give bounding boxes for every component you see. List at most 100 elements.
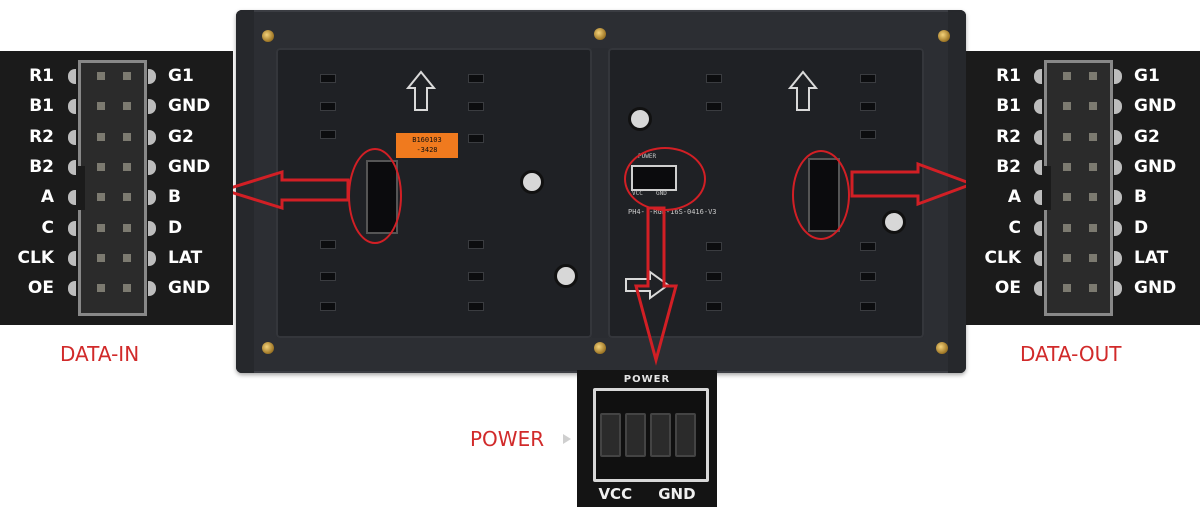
pin-marker-right xyxy=(148,250,156,266)
pin-label-left: CLK xyxy=(984,247,1021,268)
pin-label-right: GND xyxy=(1134,278,1177,299)
header-pin xyxy=(1089,162,1097,171)
power-pin xyxy=(675,413,696,457)
header-pin xyxy=(1089,223,1097,232)
header-pin xyxy=(97,132,105,141)
power-pin xyxy=(600,413,621,457)
header-pin xyxy=(123,193,131,202)
pin-marker-left xyxy=(1034,250,1042,266)
header-pin xyxy=(1089,284,1097,293)
pin-marker-left xyxy=(1034,281,1042,297)
pin-label-right: D xyxy=(168,217,183,238)
pin-marker-left xyxy=(68,159,76,175)
screw-icon xyxy=(262,342,274,354)
pin-label-left: B2 xyxy=(996,156,1021,177)
pin-label-right: B xyxy=(1134,187,1147,208)
ic-chip xyxy=(860,302,876,311)
header-pin xyxy=(97,72,105,80)
header-pin xyxy=(1089,102,1097,111)
capacitor xyxy=(628,107,652,131)
header-pin xyxy=(97,193,105,202)
pin-label-left: C xyxy=(41,217,54,238)
header-pin xyxy=(123,223,131,232)
header-pin xyxy=(97,162,105,171)
pin-label-right: LAT xyxy=(168,247,203,268)
ic-chip xyxy=(706,74,722,83)
ic-chip xyxy=(860,74,876,83)
pin-label-right: LAT xyxy=(1134,247,1169,268)
pin-label-right: G1 xyxy=(1134,66,1160,86)
ic-chip xyxy=(468,134,484,143)
connector-key-slot xyxy=(77,166,85,210)
header-pin xyxy=(1063,223,1071,232)
pin-label-right: GND xyxy=(168,156,211,177)
power-footer: VCC GND xyxy=(577,485,717,503)
capacitor xyxy=(554,264,578,288)
pin-label-left: R1 xyxy=(29,66,54,86)
gnd-label: GND xyxy=(658,485,696,503)
header-pin xyxy=(1063,102,1071,111)
data-out-connector xyxy=(1043,60,1113,316)
ic-chip xyxy=(860,272,876,281)
ic-chip xyxy=(706,272,722,281)
ic-chip xyxy=(320,240,336,249)
ic-chip xyxy=(468,74,484,83)
power-header-label: POWER xyxy=(623,374,671,385)
pin-marker-left xyxy=(68,190,76,206)
pin-marker-right xyxy=(1114,220,1122,236)
arrow-to-data-in xyxy=(218,169,350,211)
ic-chip xyxy=(320,102,336,111)
board-serial-tag: B160103 -3428 xyxy=(396,133,458,158)
pin-label-left: R1 xyxy=(996,66,1021,86)
header-pin xyxy=(123,132,131,141)
pin-marker-right xyxy=(148,99,156,115)
arrow-to-power xyxy=(634,206,678,366)
pin-label-left: R2 xyxy=(29,126,54,147)
header-pin xyxy=(1063,253,1071,262)
pin-marker-right xyxy=(148,220,156,236)
ic-chip xyxy=(860,130,876,139)
pin-label-left: A xyxy=(40,187,54,208)
pin-label-left: R2 xyxy=(996,126,1021,147)
header-pin xyxy=(123,162,131,171)
ic-chip xyxy=(468,102,484,111)
header-pin xyxy=(1063,193,1071,202)
header-pin xyxy=(1089,253,1097,262)
pin-label-left: B1 xyxy=(29,96,54,117)
pin-label-left: A xyxy=(1007,187,1021,208)
ic-chip xyxy=(860,242,876,251)
pin-label-left: CLK xyxy=(17,247,54,268)
pin-marker-left xyxy=(68,69,76,84)
header-pin xyxy=(123,284,131,293)
pin-label-right: GND xyxy=(1134,96,1177,117)
pin-marker-left xyxy=(1034,159,1042,175)
pin-label-right: D xyxy=(1134,217,1149,238)
screw-icon xyxy=(594,342,606,354)
board-model-text: PH4- -RGB-16S-0416-V3 xyxy=(628,208,717,216)
right-arrow-icon xyxy=(625,270,670,300)
pin-marker-left xyxy=(68,220,76,236)
pin-marker-right xyxy=(148,129,156,145)
pin-label-right: G2 xyxy=(1134,126,1160,147)
pin-marker-right xyxy=(1114,99,1122,115)
data-out-highlight xyxy=(792,150,850,240)
header-pin xyxy=(123,253,131,262)
header-pin xyxy=(123,72,131,80)
header-pin xyxy=(97,284,105,293)
pin-marker-right xyxy=(148,281,156,297)
pin-marker-right xyxy=(1114,69,1122,84)
header-pin xyxy=(1063,162,1071,171)
ic-chip xyxy=(860,102,876,111)
pin-marker-left xyxy=(1034,129,1042,145)
screw-icon xyxy=(938,30,950,42)
power-pointer-icon xyxy=(563,434,571,444)
pin-marker-right xyxy=(148,159,156,175)
ic-chip xyxy=(320,130,336,139)
data-in-connector xyxy=(77,60,147,316)
pin-marker-left xyxy=(1034,69,1042,84)
power-caption: POWER xyxy=(470,427,545,451)
power-connector-body: + − xyxy=(593,388,709,482)
screw-icon xyxy=(262,30,274,42)
data-out-caption: DATA-OUT xyxy=(1020,342,1122,366)
